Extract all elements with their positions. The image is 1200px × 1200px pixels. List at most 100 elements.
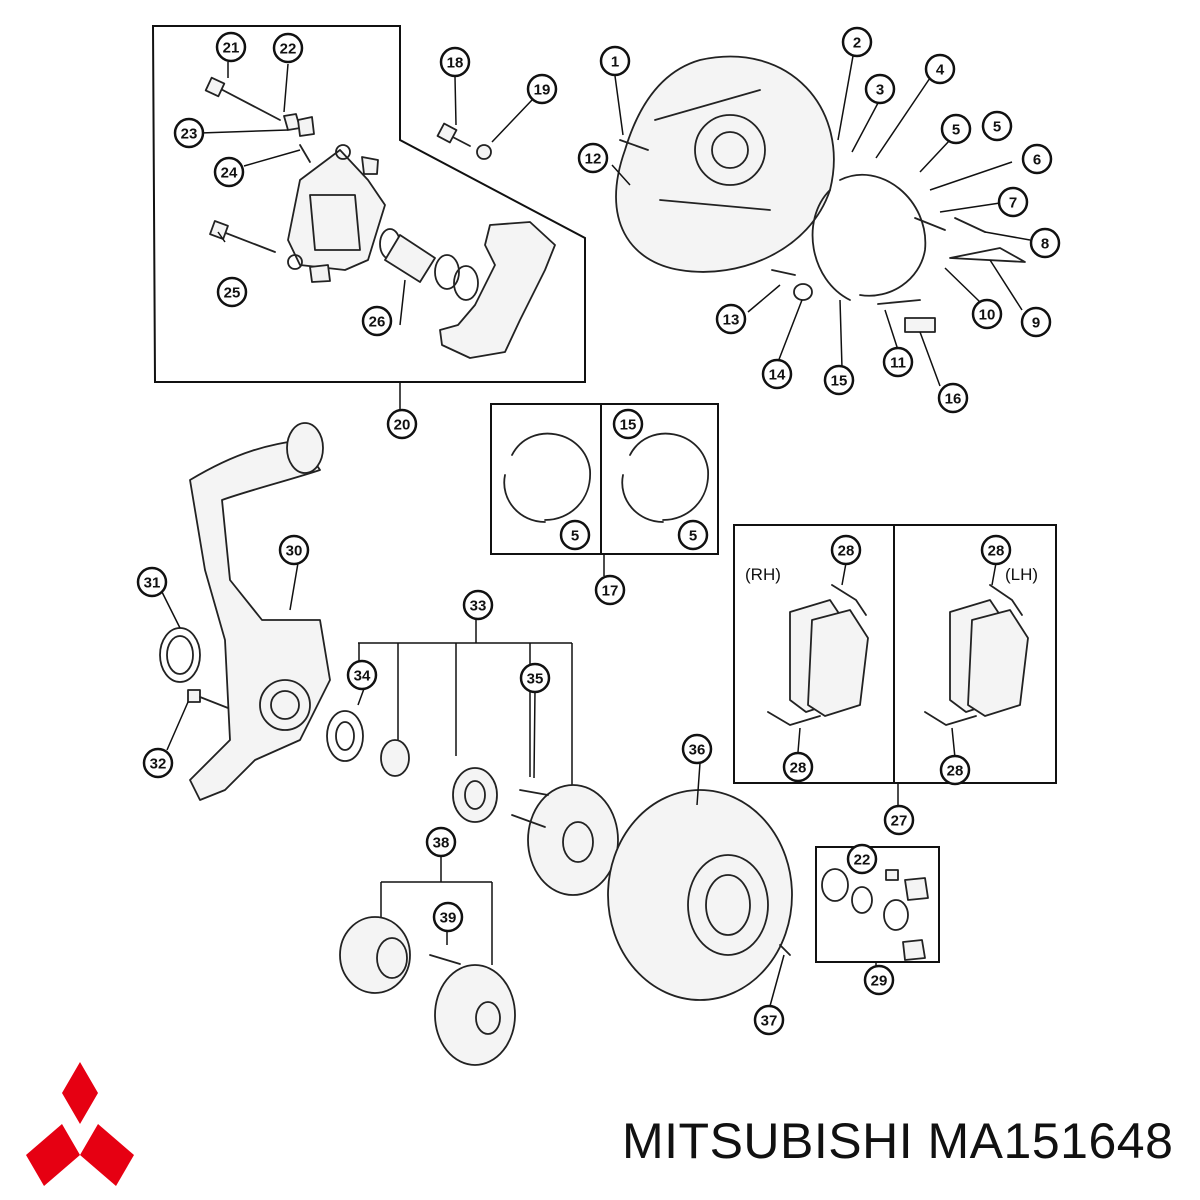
callout-c23: 23	[173, 117, 205, 149]
hub-bracket-33	[358, 618, 573, 790]
logo-diamond-top	[62, 1062, 98, 1124]
callout-c37: 37	[753, 1004, 785, 1036]
callout-number: 3	[876, 82, 884, 99]
brake-rotor	[607, 789, 793, 1001]
callout-c16: 16	[937, 382, 969, 414]
caliper-bracket	[439, 221, 556, 359]
callout-circle	[1020, 306, 1052, 338]
callout-c8: 8	[1029, 227, 1061, 259]
callout-c25: 25	[216, 276, 248, 308]
callout-circle	[846, 843, 878, 875]
callout-c32: 32	[142, 747, 174, 779]
callout-c13: 13	[715, 303, 747, 335]
callout-c18: 18	[439, 46, 471, 78]
brand-part-number-caption: MITSUBISHI MA151648	[622, 1113, 1174, 1169]
callout-c36: 36	[681, 733, 713, 765]
callout-c9: 9	[1020, 306, 1052, 338]
callout-number: 5	[689, 528, 697, 545]
callout-number: 24	[221, 165, 238, 182]
callout-number: 32	[150, 756, 167, 773]
callout-number: 17	[602, 583, 619, 600]
callout-number: 21	[223, 40, 240, 57]
callout-number: 15	[620, 417, 637, 434]
callout-number: 9	[1032, 315, 1040, 332]
backing-plate	[615, 55, 835, 273]
callout-c7: 7	[997, 186, 1029, 218]
callout-c35: 35	[519, 662, 551, 694]
callout-c5b: 5	[981, 110, 1013, 142]
callout-c6: 6	[1021, 143, 1053, 175]
callout-c4: 4	[924, 53, 956, 85]
bleeder-and-caps	[283, 113, 379, 283]
callout-c10: 10	[971, 298, 1003, 330]
callout-number: 35	[527, 671, 544, 688]
callout-circle	[213, 156, 245, 188]
callout-circle	[173, 117, 205, 149]
caliper-assembly-box	[151, 25, 586, 410]
callout-c5d: 5	[677, 519, 709, 551]
callout-circle	[1029, 227, 1061, 259]
callout-c27: 27	[883, 804, 915, 836]
callout-c1: 1	[599, 45, 631, 77]
callout-c14: 14	[761, 358, 793, 390]
leader-lines	[161, 55, 1031, 1007]
callout-number: 39	[440, 910, 457, 927]
callout-circle	[1021, 143, 1053, 175]
callout-c12: 12	[577, 142, 609, 174]
callout-c28c: 28	[782, 751, 814, 783]
callout-number: 8	[1041, 236, 1049, 253]
piston-and-seals	[379, 228, 479, 301]
callout-circle	[278, 534, 310, 566]
callout-number: 2	[853, 35, 861, 52]
callout-c33: 33	[462, 589, 494, 621]
hub-assembly-lower	[339, 916, 516, 1066]
callout-c34: 34	[346, 659, 378, 691]
callout-c15a: 15	[823, 364, 855, 396]
callout-number: 10	[979, 307, 996, 324]
callout-number: 16	[945, 391, 962, 408]
callout-c29: 29	[863, 964, 895, 996]
callout-circle	[462, 589, 494, 621]
callout-circle	[425, 826, 457, 858]
callout-circle	[612, 408, 644, 440]
callout-number: 18	[447, 55, 464, 72]
callout-number: 26	[369, 314, 386, 331]
callout-number: 12	[585, 151, 602, 168]
callout-number: 1	[611, 54, 619, 71]
callout-c39: 39	[432, 901, 464, 933]
callout-circle	[940, 113, 972, 145]
callout-number: 28	[838, 543, 855, 560]
callout-circle	[863, 964, 895, 996]
callout-number: 33	[470, 598, 487, 615]
callout-circle	[142, 747, 174, 779]
callout-circle	[599, 45, 631, 77]
callout-c15b: 15	[612, 408, 644, 440]
callout-circle	[782, 751, 814, 783]
brake-pads-rh	[767, 584, 869, 726]
callout-c2: 2	[841, 26, 873, 58]
callout-number: 29	[871, 973, 888, 990]
dust-seal-and-bolt	[159, 627, 229, 709]
callout-circle	[361, 305, 393, 337]
callout-number: 13	[723, 312, 740, 329]
callout-circle	[386, 408, 418, 440]
callout-number: 27	[891, 813, 908, 830]
callout-circle	[272, 32, 304, 64]
callout-circle	[594, 574, 626, 606]
callout-number: 11	[890, 355, 906, 372]
steering-knuckle	[189, 422, 331, 801]
caliper-body	[287, 144, 386, 271]
callout-circle	[526, 73, 558, 105]
lh-label: (LH)	[1005, 565, 1038, 584]
callout-number: 28	[790, 760, 807, 777]
seal-kit-parts	[821, 868, 929, 961]
callout-circle	[559, 519, 591, 551]
brake-pads-lh	[924, 584, 1029, 726]
callout-number: 28	[947, 763, 964, 780]
callout-circle	[761, 358, 793, 390]
callout-number: 14	[769, 367, 786, 384]
drum-brake-shoes	[619, 139, 1026, 333]
shoe-set-box	[490, 403, 719, 576]
